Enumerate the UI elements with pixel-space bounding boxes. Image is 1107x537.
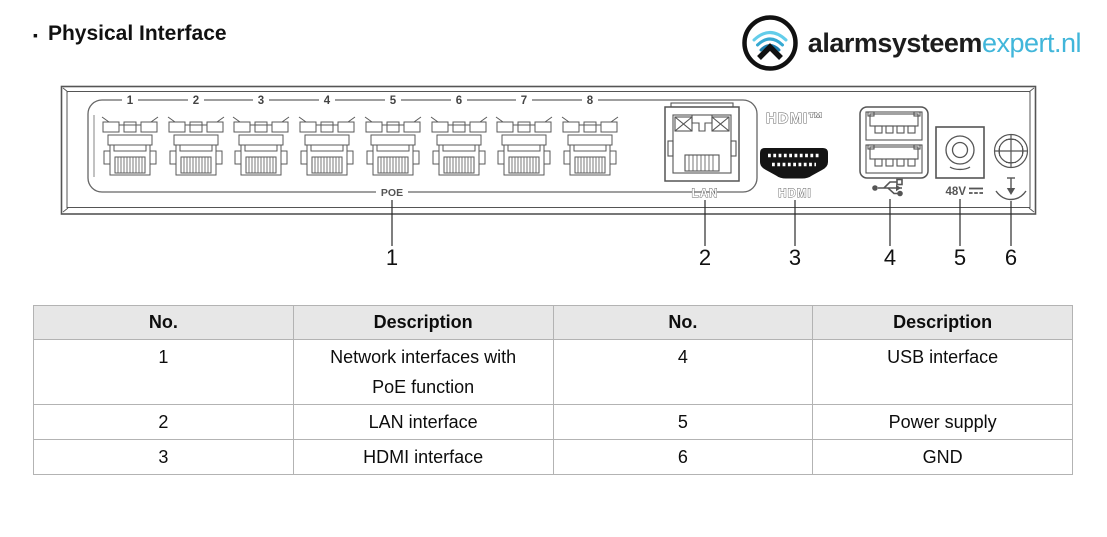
poe-port	[167, 116, 225, 176]
power-jack-icon	[935, 126, 985, 179]
brand-logo: alarmsysteemexpert.nl	[740, 13, 1082, 73]
poe-label: POE	[381, 187, 403, 199]
cell-no: 4	[552, 339, 814, 405]
poe-port	[101, 116, 159, 176]
page-title: ▪ Physical Interface	[33, 22, 227, 46]
usb-ports-icon	[859, 106, 929, 179]
ground-icon	[995, 177, 1027, 201]
hdmi-port-icon	[760, 148, 828, 179]
cell-description: USB interface	[812, 339, 1073, 405]
poe-port	[430, 116, 488, 176]
port-number: 5	[390, 95, 397, 107]
table-header-row: No. Description No. Description	[33, 305, 1073, 340]
table-row: 1 Network interfaces with PoE function 4…	[33, 339, 1073, 405]
lan-port-icon	[664, 102, 740, 182]
dc-symbol-icon	[969, 187, 983, 194]
brand-name-bold: alarmsysteem	[807, 27, 983, 58]
cell-description: LAN interface	[292, 404, 554, 440]
poe-port	[495, 116, 553, 176]
table-row: 2 LAN interface 5 Power supply	[33, 404, 1073, 440]
cell-no: 2	[33, 404, 294, 440]
gnd-screw-icon	[993, 133, 1029, 169]
chassis-outline	[60, 85, 1037, 215]
usb-trident-icon	[872, 178, 903, 197]
cell-description: GND	[812, 439, 1073, 475]
wifi-arcs-circle-icon	[742, 15, 798, 71]
poe-port-numbers: 1 2 3 4 5 6 7 8	[122, 93, 598, 107]
hdmi-logo-text: HDMI™	[766, 110, 824, 127]
header-description-left: Description	[292, 305, 554, 340]
callout-number-3: 3	[788, 245, 802, 270]
brand-logo-text: alarmsysteemexpert.nl	[807, 27, 1082, 59]
poe-port	[298, 116, 356, 176]
poe-port	[561, 116, 619, 176]
callout-leader-lines	[391, 199, 1012, 246]
header-description-right: Description	[812, 305, 1073, 340]
port-number: 7	[521, 95, 527, 107]
title-bullet-icon: ▪	[33, 27, 38, 43]
poe-port	[232, 116, 290, 176]
cell-no: 1	[33, 339, 294, 405]
lan-label: LAN	[692, 188, 719, 200]
callout-number-4: 4	[883, 245, 897, 270]
header-no-right: No.	[552, 305, 814, 340]
power-voltage-text: 48V	[946, 186, 967, 198]
poe-group-outline	[87, 99, 758, 193]
cell-description: Network interfaces with PoE function	[292, 339, 554, 405]
callout-number-5: 5	[953, 245, 967, 270]
page-title-text: Physical Interface	[47, 22, 227, 45]
port-number: 1	[127, 95, 134, 107]
interface-legend-table: No. Description No. Description 1 Networ…	[33, 305, 1073, 475]
cell-description: Power supply	[812, 404, 1073, 440]
brand-name-accent: expert.nl	[981, 27, 1082, 58]
poe-port	[364, 116, 422, 176]
header-no-left: No.	[33, 305, 294, 340]
cell-no: 6	[552, 439, 814, 475]
callout-number-2: 2	[698, 245, 712, 270]
cell-no: 3	[33, 439, 294, 475]
callout-number-1: 1	[385, 245, 399, 270]
table-row: 3 HDMI interface 6 GND	[33, 439, 1073, 475]
port-number: 3	[258, 95, 264, 107]
callout-number-6: 6	[1004, 245, 1018, 270]
port-number: 6	[456, 95, 462, 107]
cell-no: 5	[552, 404, 814, 440]
power-rating-label: 48V	[946, 186, 983, 198]
cell-description: HDMI interface	[292, 439, 554, 475]
port-number: 4	[324, 95, 331, 107]
hdmi-label: HDMI	[778, 188, 811, 200]
port-number: 8	[587, 95, 594, 107]
device-rear-panel-diagram: 1 2 3 4 5 6 7 8 POE LAN HDMI™ HDMI	[60, 85, 1037, 246]
port-number: 2	[193, 95, 199, 107]
